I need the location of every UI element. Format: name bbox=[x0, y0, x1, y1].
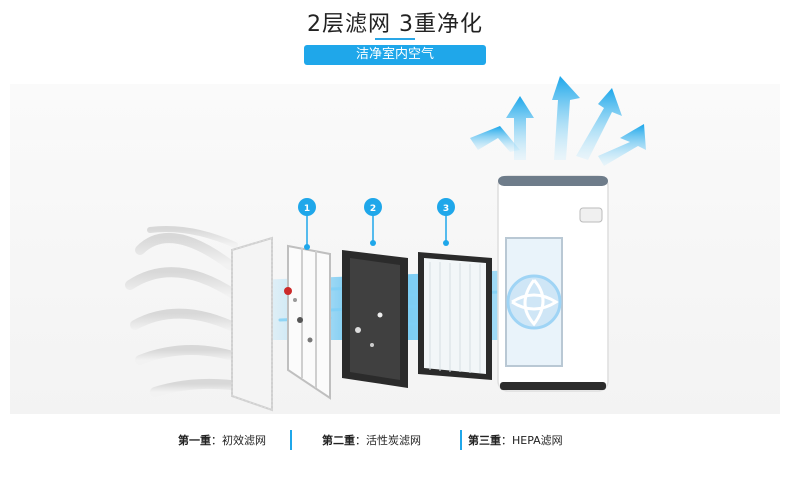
caption-third-label: 第三重 bbox=[468, 434, 501, 447]
caption-third-text: HEPA滤网 bbox=[512, 434, 563, 447]
caption-divider bbox=[290, 430, 292, 450]
caption-second-text: 活性炭滤网 bbox=[366, 434, 421, 447]
filter-number-badges bbox=[298, 198, 455, 250]
primary-filter-frame bbox=[284, 244, 331, 400]
caption-first-label: 第一重 bbox=[178, 434, 211, 447]
hepa-filter bbox=[418, 252, 492, 380]
caption-divider bbox=[460, 430, 462, 450]
caption-second-label: 第二重 bbox=[322, 434, 355, 447]
caption-third: 第三重：HEPA滤网 bbox=[468, 432, 563, 448]
page-title: 2层滤网 3重净化 bbox=[307, 12, 483, 37]
pre-filter-panel bbox=[231, 236, 273, 412]
outflow-arrows bbox=[470, 76, 646, 166]
caption-second: 第二重：活性炭滤网 bbox=[322, 432, 421, 448]
badge-number-1: 1 bbox=[304, 204, 310, 214]
subtitle-badge: 洁净室内空气 bbox=[304, 45, 486, 65]
air-purifier-unit bbox=[497, 175, 609, 392]
title-underline bbox=[375, 38, 415, 40]
caption-second-sep: ： bbox=[355, 434, 366, 447]
carbon-filter bbox=[342, 250, 408, 388]
badge-number-3: 3 bbox=[443, 204, 449, 214]
badge-number-2: 2 bbox=[370, 204, 376, 214]
caption-first-sep: ： bbox=[211, 434, 222, 447]
filter-captions: 第一重：初效滤网 第二重：活性炭滤网 第三重：HEPA滤网 bbox=[0, 430, 790, 450]
caption-first-text: 初效滤网 bbox=[222, 434, 266, 447]
caption-first: 第一重：初效滤网 bbox=[178, 432, 266, 448]
caption-third-sep: ： bbox=[501, 434, 512, 447]
